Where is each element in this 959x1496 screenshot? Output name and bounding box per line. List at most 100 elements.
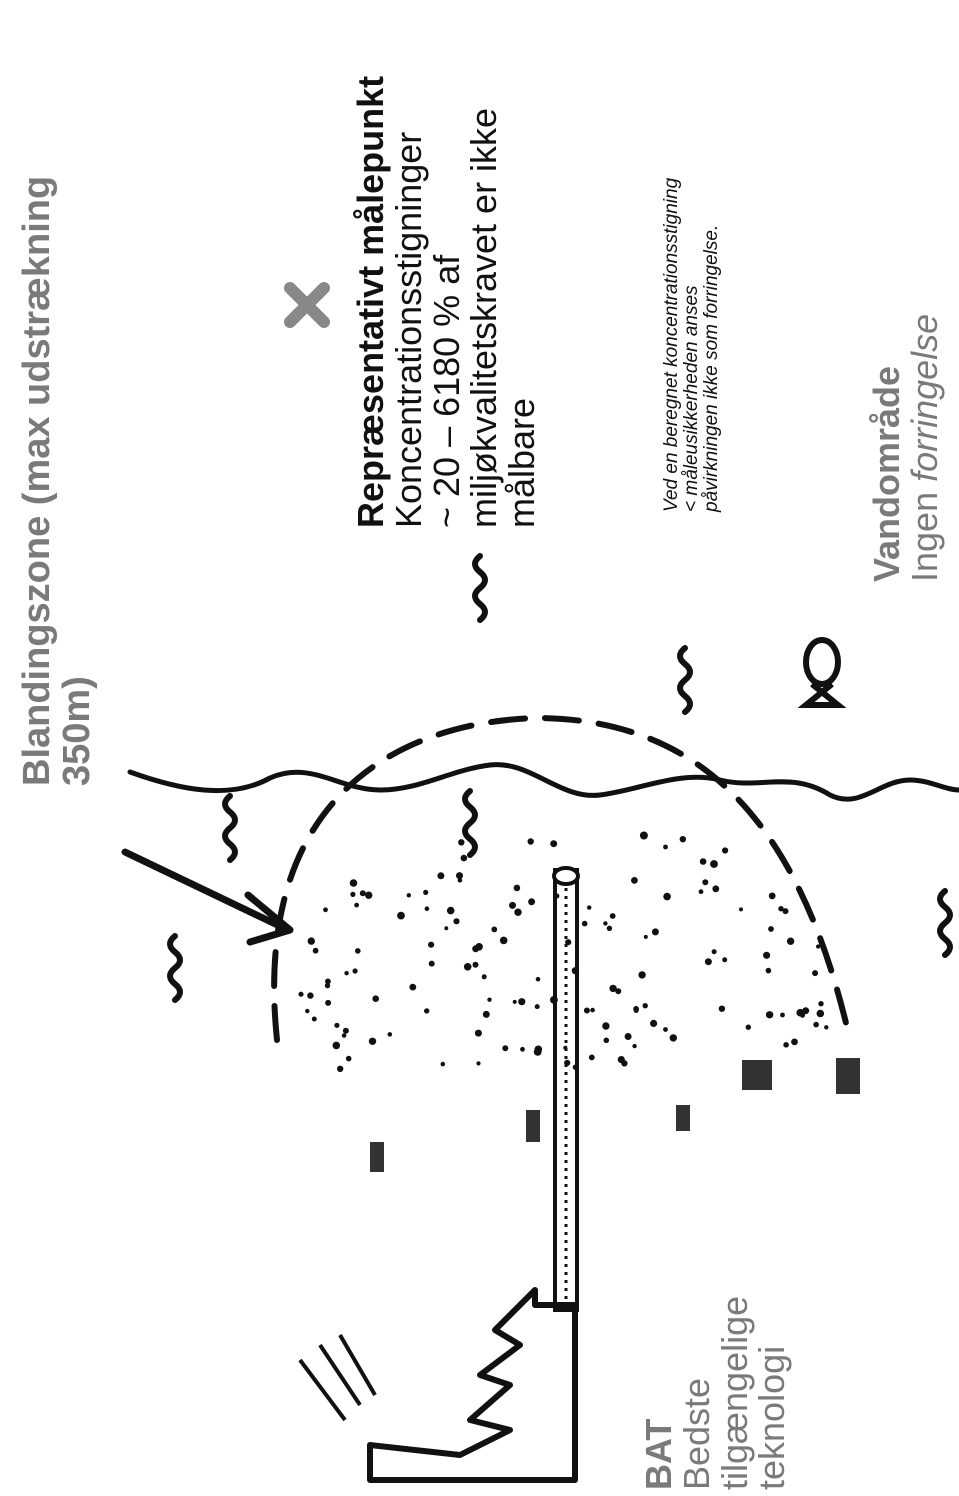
plume-dot xyxy=(513,1000,517,1004)
plume-dot xyxy=(670,1034,677,1041)
bat-line2: tilgængelige xyxy=(716,1296,754,1490)
plume-dot xyxy=(388,1032,393,1037)
plume-dot xyxy=(425,906,430,911)
plume-dot xyxy=(768,926,774,932)
plume-dot xyxy=(710,860,718,868)
plume-dot xyxy=(550,996,558,1004)
plume-dot xyxy=(342,1033,347,1038)
plume-dot xyxy=(712,885,719,892)
note-line2: < måleusikkerheden anses xyxy=(682,178,702,512)
measurement-line4: målbare xyxy=(503,76,541,528)
plume-dot xyxy=(769,893,776,900)
plume-dot xyxy=(458,839,464,845)
shoreline xyxy=(130,765,959,800)
plume-dot xyxy=(572,967,579,974)
bat-label: BAT Bedste tilgængelige teknologi xyxy=(640,1296,791,1490)
plume-dot xyxy=(350,892,355,897)
plume-dot xyxy=(535,1004,540,1009)
plume-dot xyxy=(802,1007,809,1014)
plume-dot xyxy=(824,1025,828,1029)
plume-dot xyxy=(323,907,328,912)
measurement-point-icon xyxy=(290,288,324,322)
plume-dot xyxy=(625,1033,632,1040)
plume-dot xyxy=(631,877,638,884)
plume-dot xyxy=(447,907,455,915)
plume-dot xyxy=(514,885,521,892)
plume-dot xyxy=(587,905,591,909)
plume-dot xyxy=(313,948,319,954)
measurement-label: Repræsentativt målepunkt Koncentrationss… xyxy=(352,76,541,528)
plume-dot xyxy=(663,845,668,850)
plume-dot xyxy=(520,1047,525,1052)
bat-title: BAT xyxy=(640,1296,678,1490)
plume-dot xyxy=(536,977,541,982)
plume-dot xyxy=(528,898,535,905)
plume-dot xyxy=(722,847,728,853)
plume-dot xyxy=(633,1006,639,1012)
plume-dot xyxy=(550,840,557,847)
note-label: Ved en beregnet koncentrationsstigning <… xyxy=(662,178,722,512)
plume-dot xyxy=(337,1066,343,1072)
plume-dot xyxy=(650,1020,657,1027)
plume-dot xyxy=(464,963,472,971)
plume-dot xyxy=(699,889,704,894)
plume-dot xyxy=(528,838,534,844)
plume-dot xyxy=(644,935,648,939)
plume-dot xyxy=(766,968,772,974)
plume-dot xyxy=(473,962,479,968)
water-area-label: Vandområde Ingen forringelse xyxy=(868,314,944,582)
plume-dot xyxy=(409,984,416,991)
plume-dot xyxy=(353,968,358,973)
measurement-title: Repræsentativt målepunkt xyxy=(352,76,390,528)
plume-dot xyxy=(535,1046,543,1054)
plume-dot xyxy=(441,1062,446,1067)
plume-dot xyxy=(739,907,743,911)
plume-dot xyxy=(554,894,559,899)
plume-dot xyxy=(475,943,483,951)
plume-dot xyxy=(680,836,686,842)
plume-dot xyxy=(456,872,463,879)
plume-dot xyxy=(487,998,491,1002)
plume-dot xyxy=(610,913,616,919)
plume-dot xyxy=(582,921,588,927)
plume-dot xyxy=(563,1046,567,1050)
plume-dot xyxy=(350,879,358,887)
plume-dot xyxy=(705,958,712,965)
arrow-icon xyxy=(125,852,290,942)
plume-dot xyxy=(343,1028,349,1034)
plume-dot xyxy=(428,942,434,948)
plume-dot xyxy=(564,1060,570,1066)
plume-dot xyxy=(424,1008,429,1013)
plume-dot xyxy=(632,1044,636,1048)
plume-dot xyxy=(444,926,448,930)
plume-dot xyxy=(475,1030,482,1037)
bat-line3: teknologi xyxy=(753,1296,791,1490)
factory-icon xyxy=(300,1290,575,1480)
plume-dot xyxy=(482,974,487,979)
water-area-title: Vandområde xyxy=(868,314,906,582)
plume-dot xyxy=(603,921,607,925)
plume-dot xyxy=(607,926,612,931)
plume-dot xyxy=(746,1025,751,1030)
plume-dot xyxy=(333,1042,341,1050)
plume-dot xyxy=(652,928,659,935)
plume-dot xyxy=(778,906,783,911)
plume-dot xyxy=(308,937,315,944)
note-line1: Ved en beregnet koncentrationsstigning xyxy=(662,178,682,512)
plume-dot xyxy=(763,952,770,959)
plume-dot xyxy=(663,893,671,901)
plume-dot xyxy=(783,1042,789,1048)
plume-dot xyxy=(787,938,794,945)
plume-dot xyxy=(334,1023,339,1028)
plume-dot xyxy=(500,937,508,945)
plume-dot xyxy=(818,1001,823,1006)
plume-dot xyxy=(502,1045,508,1051)
plume-dot xyxy=(307,992,313,998)
plume-dot xyxy=(816,944,820,948)
mixing-zone-line1: Blandingszone (max udstrækning xyxy=(18,176,58,786)
plume-dot xyxy=(817,1010,825,1018)
plume-dot xyxy=(602,1022,609,1029)
plume-dot xyxy=(712,949,717,954)
plume-dot xyxy=(360,890,366,896)
plume-dot xyxy=(640,832,648,840)
